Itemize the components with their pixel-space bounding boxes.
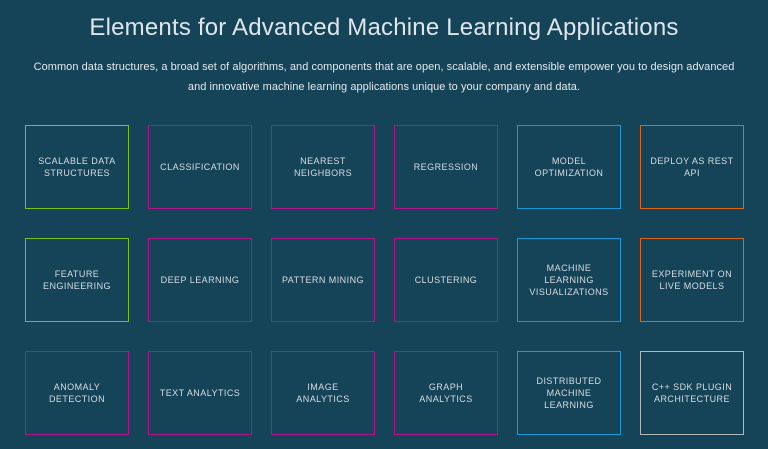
element-card-regression[interactable]: REGRESSION [394, 125, 498, 209]
element-card-label: DEPLOY AS REST API [650, 155, 734, 178]
element-card-feature-engineering[interactable]: FEATURE ENGINEERING [25, 238, 129, 322]
element-card-label: REGRESSION [413, 161, 479, 172]
elements-grid: SCALABLE DATA STRUCTURES CLASSIFICATION NE… [25, 125, 744, 435]
element-card-label: SCALABLE DATA STRUCTURES [38, 155, 116, 178]
element-card-clustering[interactable]: CLUSTERING [394, 238, 498, 322]
element-card-label: DEEP LEARNING [160, 274, 240, 285]
element-card-graph-analytics[interactable]: GRAPH ANALYTICS [394, 351, 498, 435]
element-card-text-analytics[interactable]: TEXT ANALYTICS [148, 351, 252, 435]
element-card-label: CLASSIFICATION [160, 161, 240, 172]
element-card-distributed-machine-learning[interactable]: DISTRIBUTED MACHINE LEARNING [517, 351, 621, 435]
element-card-classification[interactable]: CLASSIFICATION [148, 125, 252, 209]
element-card-label: FEATURE ENGINEERING [43, 268, 111, 291]
element-card-model-optimization[interactable]: MODEL OPTIMIZATION [517, 125, 621, 209]
element-card-machine-learning-visualizations[interactable]: MACHINE LEARNING VISUALIZATIONS [517, 238, 621, 322]
element-card-label: CLUSTERING [414, 274, 478, 285]
element-card-experiment-on-live-models[interactable]: EXPERIMENT ON LIVE MODELS [640, 238, 744, 322]
element-card-label: GRAPH ANALYTICS [419, 381, 473, 404]
element-card-label: DISTRIBUTED MACHINE LEARNING [536, 375, 602, 411]
element-card-label: EXPERIMENT ON LIVE MODELS [651, 268, 733, 291]
page-header: Elements for Advanced Machine Learning A… [0, 0, 768, 97]
element-card-pattern-mining[interactable]: PATTERN MINING [271, 238, 375, 322]
page-title: Elements for Advanced Machine Learning A… [89, 14, 679, 41]
element-card-label: TEXT ANALYTICS [159, 387, 241, 398]
page-subtitle: Common data structures, a broad set of a… [33, 61, 735, 93]
element-card-deploy-as-rest-api[interactable]: DEPLOY AS REST API [640, 125, 744, 209]
element-card-deep-learning[interactable]: DEEP LEARNING [148, 238, 252, 322]
element-card-label: PATTERN MINING [282, 274, 364, 285]
element-card-nearest-neighbors[interactable]: NEAREST NEIGHBORS [271, 125, 375, 209]
element-card-label: MODEL OPTIMIZATION [534, 155, 604, 178]
element-card-label: NEAREST NEIGHBORS [293, 155, 353, 178]
element-card-image-analytics[interactable]: IMAGE ANALYTICS [271, 351, 375, 435]
element-card-anomaly-detection[interactable]: ANOMALY DETECTION [25, 351, 129, 435]
element-card-label: IMAGE ANALYTICS [296, 381, 350, 404]
element-card-scalable-data-structures[interactable]: SCALABLE DATA STRUCTURES [25, 125, 129, 209]
element-card-label: ANOMALY DETECTION [48, 381, 106, 404]
element-card-label: C++ SDK PLUGIN ARCHITECTURE [651, 381, 733, 404]
element-card-cpp-sdk-plugin-architecture[interactable]: C++ SDK PLUGIN ARCHITECTURE [640, 351, 744, 435]
element-card-label: MACHINE LEARNING VISUALIZATIONS [529, 262, 609, 298]
